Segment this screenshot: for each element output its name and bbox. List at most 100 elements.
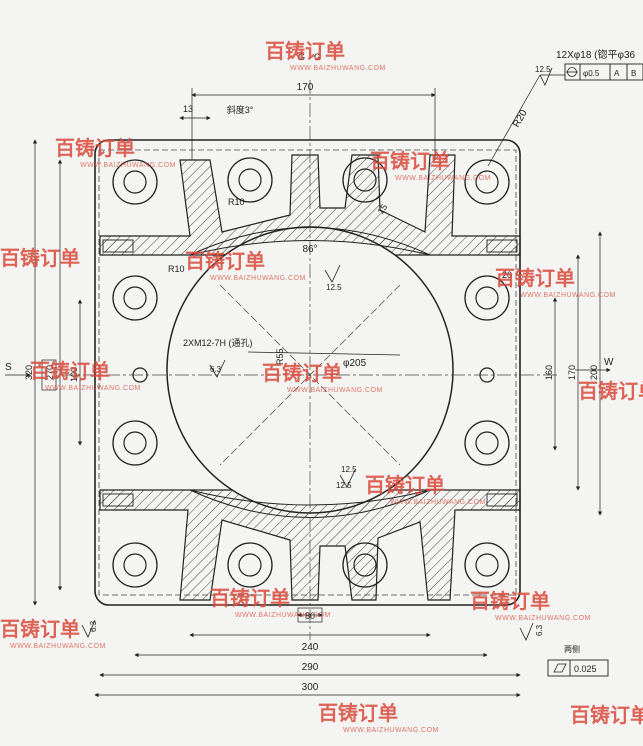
watermark: 百铸订单 WWW.BAIZHUWANG.COM [210, 586, 331, 619]
svg-text:WWW.BAIZHUWANG.COM: WWW.BAIZHUWANG.COM [80, 162, 176, 169]
dim-r10-left: R10 [168, 264, 185, 274]
bolt-holes [112, 157, 510, 588]
holes-callout: 12Xφ18 (锪平φ36 [556, 48, 636, 61]
svg-text:百铸订单: 百铸订单 [0, 246, 80, 270]
angle-86: 86° [302, 244, 317, 255]
feature-control-frame-flatness [547, 659, 609, 677]
svg-text:百铸订单: 百铸订单 [265, 39, 345, 63]
watermark: 百铸订单 [0, 246, 80, 270]
fcf-flatness-tol: 0.025 [574, 664, 597, 674]
roughness-thread: 6.3 [210, 365, 222, 374]
side-plug-tl [102, 239, 134, 253]
watermarks: 百铸订单 WWW.BAIZHUWANG.COM 百铸订单 WWW.BAIZHUW… [0, 39, 643, 734]
watermark: 百铸订单 WWW.BAIZHUWANG.COM [470, 589, 591, 622]
plate-outline [94, 139, 521, 606]
svg-text:WWW.BAIZHUWANG.COM: WWW.BAIZHUWANG.COM [395, 175, 491, 182]
watermark: 百铸订单 WWW.BAIZHUWANG.COM [495, 266, 616, 299]
side-plug-tr [486, 239, 518, 253]
watermark: 百铸订单 WWW.BAIZHUWANG.COM [262, 361, 383, 394]
section-g2: G [314, 52, 321, 62]
dim-r20: R20 [511, 108, 530, 130]
svg-text:WWW.BAIZHUWANG.COM: WWW.BAIZHUWANG.COM [45, 385, 141, 392]
svg-text:百铸订单: 百铸订单 [365, 473, 445, 497]
watermark: 百铸订单 WWW.BAIZHUWANG.COM [185, 249, 306, 282]
roughness-top: 12.5 [326, 283, 342, 292]
box-270 [41, 359, 57, 391]
svg-text:百铸订单: 百铸订单 [0, 617, 80, 641]
fcf-position-tol: φ0.5 [583, 69, 600, 78]
roughness-symbols [81, 67, 553, 641]
box-80 [297, 607, 323, 623]
dim-d205: φ205 [343, 358, 367, 369]
thread-callout: 2XM12-7H (通孔) [183, 338, 253, 348]
svg-text:百铸订单: 百铸订单 [370, 149, 450, 173]
axis-w: W [604, 357, 614, 368]
thread-hole-right [479, 367, 495, 383]
roughness-right: 6.3 [535, 624, 544, 636]
roughness-left: 6.3 [89, 620, 98, 632]
svg-text:百铸订单: 百铸订单 [570, 703, 643, 727]
svg-text:百铸订单: 百铸订单 [318, 701, 398, 725]
fcf-flat-label: 两侧 [564, 644, 580, 654]
diag-line-2 [219, 284, 401, 466]
svg-text:WWW.BAIZHUWANG.COM: WWW.BAIZHUWANG.COM [235, 612, 331, 619]
roughness-center: 12.5 [341, 465, 357, 474]
dim-r10-top: R10 [228, 197, 245, 207]
dim-15: 15 [375, 202, 389, 216]
watermark: 百铸订单 [578, 379, 643, 403]
dim-20: 20 [502, 270, 512, 280]
dimension-lines [5, 74, 620, 698]
dim-320: 320 [24, 365, 34, 380]
watermark: 百铸订单 WWW.BAIZHUWANG.COM [30, 359, 141, 392]
svg-text:百铸订单: 百铸订单 [495, 266, 575, 290]
watermark: 百铸订单 [570, 703, 643, 727]
dim-240: 240 [302, 642, 319, 653]
svg-text:WWW.BAIZHUWANG.COM: WWW.BAIZHUWANG.COM [343, 727, 439, 734]
svg-text:WWW.BAIZHUWANG.COM: WWW.BAIZHUWANG.COM [495, 615, 591, 622]
dim-80: 80 [305, 611, 315, 621]
fcf-datum-b: B [631, 69, 636, 78]
svg-text:百铸订单: 百铸订单 [578, 379, 643, 403]
svg-text:百铸订单: 百铸订单 [30, 359, 110, 383]
side-plug-bl [102, 493, 134, 507]
fcf-datum-a: A [614, 69, 620, 78]
bore-lower-ring [189, 489, 431, 518]
svg-text:WWW.BAIZHUWANG.COM: WWW.BAIZHUWANG.COM [290, 65, 386, 72]
svg-text:百铸订单: 百铸订单 [55, 136, 135, 160]
svg-text:百铸订单: 百铸订单 [262, 361, 342, 385]
svg-text:百铸订单: 百铸订单 [470, 589, 550, 613]
draft-label: 斜度3° [227, 104, 254, 115]
svg-text:百铸订单: 百铸订单 [185, 249, 265, 273]
dim-170-right: 170 [567, 365, 577, 380]
svg-text:WWW.BAIZHUWANG.COM: WWW.BAIZHUWANG.COM [210, 275, 306, 282]
svg-text:WWW.BAIZHUWANG.COM: WWW.BAIZHUWANG.COM [10, 643, 106, 650]
flatness-symbol-icon [553, 663, 567, 673]
axis-s: S [5, 362, 12, 373]
watermark: 百铸订单 WWW.BAIZHUWANG.COM [318, 701, 439, 734]
dim-160: 160 [544, 365, 554, 380]
dim-100: 100 [69, 367, 79, 382]
watermark: 百铸订单 WWW.BAIZHUWANG.COM [55, 136, 176, 169]
roughness-lower: 12.5 [336, 481, 352, 490]
watermark: 百铸订单 WWW.BAIZHUWANG.COM [0, 617, 106, 650]
plate-hidden-edge [98, 149, 517, 596]
bore-upper-ring [189, 227, 431, 256]
dim-270: 270 [45, 365, 55, 380]
watermark: 百铸订单 WWW.BAIZHUWANG.COM [370, 149, 491, 182]
dim-13: 13 [183, 104, 193, 114]
svg-text:WWW.BAIZHUWANG.COM: WWW.BAIZHUWANG.COM [390, 499, 486, 506]
thread-hole-left [132, 367, 148, 383]
dim-300: 300 [302, 682, 319, 693]
watermark: 百铸订单 WWW.BAIZHUWANG.COM [365, 473, 486, 506]
dim-170-top: 170 [297, 82, 314, 93]
section-g: G [298, 52, 305, 62]
feature-control-frame-position [564, 63, 643, 81]
dim-200: 200 [589, 365, 599, 380]
svg-text:WWW.BAIZHUWANG.COM: WWW.BAIZHUWANG.COM [287, 387, 383, 394]
watermark: 百铸订单 WWW.BAIZHUWANG.COM [265, 39, 386, 72]
side-plug-br [486, 493, 518, 507]
roughness-callout: 12.5 [535, 65, 551, 74]
svg-text:WWW.BAIZHUWANG.COM: WWW.BAIZHUWANG.COM [520, 292, 616, 299]
dim-r55: R55 [275, 348, 285, 365]
